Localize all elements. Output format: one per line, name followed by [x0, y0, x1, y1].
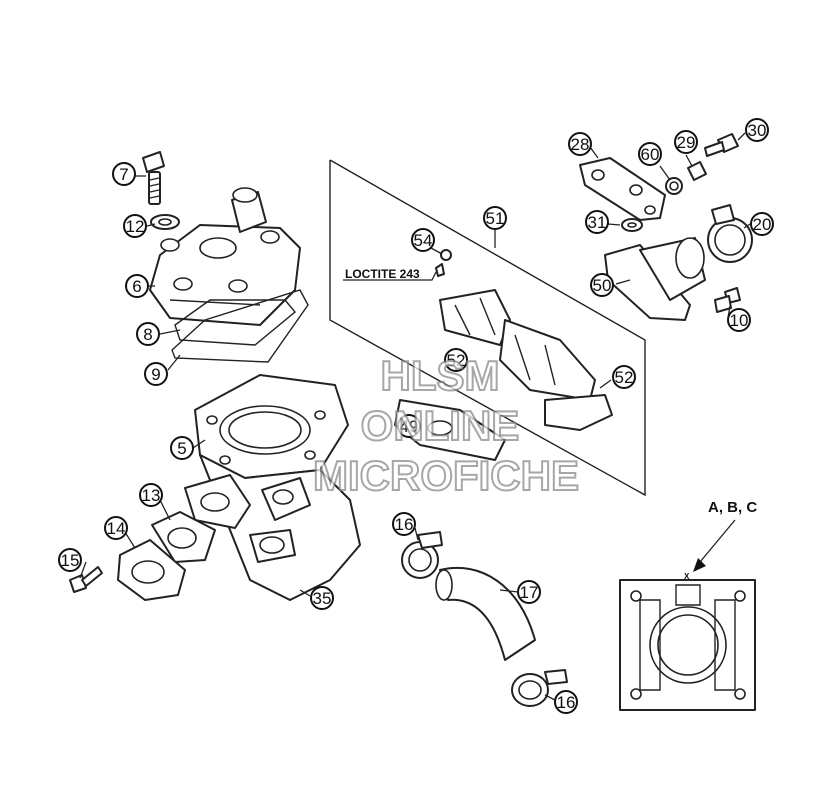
- reed-petal-upper-part: [439, 289, 511, 346]
- watermark-line-1: HLSM: [381, 352, 500, 399]
- svg-text:31: 31: [588, 213, 607, 232]
- abc-label: A, B, C: [708, 499, 757, 516]
- callout-10[interactable]: 10: [727, 308, 751, 332]
- svg-text:7: 7: [119, 165, 128, 184]
- callout-60[interactable]: 60: [638, 142, 662, 166]
- watermark: HLSM ONLINE MICROFICHE: [312, 351, 580, 500]
- washer-31-part: [621, 218, 643, 232]
- callout-52-right[interactable]: 52: [612, 365, 636, 389]
- leader-lines: [79, 132, 751, 701]
- cylinder-part: [184, 374, 361, 601]
- loctite-label: LOCTITE 243: [345, 267, 420, 281]
- callout-7[interactable]: 7: [112, 162, 136, 186]
- callout-35[interactable]: 35: [310, 586, 334, 610]
- reed-screw-part: [435, 249, 452, 277]
- intake-flange-part: [604, 237, 706, 321]
- svg-text:12: 12: [126, 217, 145, 236]
- callout-50[interactable]: 50: [590, 273, 614, 297]
- callout-8[interactable]: 8: [136, 322, 160, 346]
- svg-text:30: 30: [748, 121, 767, 140]
- callout-52-left[interactable]: 52: [444, 348, 468, 372]
- callout-51[interactable]: 51: [483, 206, 507, 230]
- svg-text:16: 16: [395, 515, 414, 534]
- callout-49[interactable]: 49: [397, 414, 421, 438]
- reed-block-part: [499, 319, 596, 401]
- svg-text:14: 14: [107, 519, 126, 538]
- callout-17[interactable]: 17: [517, 580, 541, 604]
- cylinder-head-part: [149, 187, 301, 326]
- watermark-line-2: ONLINE: [361, 402, 520, 449]
- washer-part: [150, 214, 180, 230]
- svg-text:50: 50: [593, 276, 612, 295]
- abc-arrow: [693, 519, 736, 572]
- callout-54[interactable]: 54: [411, 228, 435, 252]
- svg-text:16: 16: [557, 693, 576, 712]
- head-bolt-part: [142, 151, 165, 205]
- callout-14[interactable]: 14: [104, 516, 128, 540]
- callout-6[interactable]: 6: [125, 274, 149, 298]
- reed-petal-lower-part: [544, 394, 613, 431]
- svg-text:17: 17: [520, 583, 539, 602]
- svg-text:54: 54: [414, 231, 433, 250]
- svg-text:35: 35: [313, 589, 332, 608]
- coolant-hose-part: [435, 566, 536, 661]
- x-mark-label: X: [684, 572, 690, 581]
- svg-text:15: 15: [61, 551, 80, 570]
- callout-16-upper[interactable]: 16: [392, 512, 416, 536]
- callout-12[interactable]: 12: [123, 214, 147, 238]
- callout-9[interactable]: 9: [144, 362, 168, 386]
- svg-text:8: 8: [143, 325, 152, 344]
- svg-text:28: 28: [571, 135, 590, 154]
- svg-text:10: 10: [730, 311, 749, 330]
- svg-text:13: 13: [142, 486, 161, 505]
- hose-clamp-upper-part: [401, 531, 443, 579]
- flange-bolt-10-part: [714, 287, 741, 313]
- callout-13[interactable]: 13: [139, 483, 163, 507]
- svg-text:6: 6: [132, 277, 141, 296]
- intake-clamp-part: [707, 204, 753, 263]
- mount-bracket-part: [579, 157, 666, 221]
- callout-29[interactable]: 29: [674, 130, 698, 154]
- callout-16-lower[interactable]: 16: [554, 690, 578, 714]
- svg-text:29: 29: [677, 133, 696, 152]
- svg-text:60: 60: [641, 145, 660, 164]
- callout-30[interactable]: 30: [745, 118, 769, 142]
- callout-5[interactable]: 5: [170, 436, 194, 460]
- callout-28[interactable]: 28: [568, 132, 592, 156]
- svg-text:20: 20: [753, 215, 772, 234]
- svg-text:9: 9: [151, 365, 160, 384]
- head-gasket-part: [171, 289, 309, 363]
- callout-15[interactable]: 15: [58, 548, 82, 572]
- svg-text:49: 49: [400, 417, 419, 436]
- callout-31[interactable]: 31: [585, 210, 609, 234]
- exhaust-gasket-part: [151, 511, 216, 563]
- svg-text:52: 52: [447, 351, 466, 370]
- base-gasket-part: [619, 579, 756, 711]
- svg-text:51: 51: [486, 209, 505, 228]
- spacer-part: [665, 177, 683, 195]
- reed-valve-group-frame: [329, 159, 646, 497]
- svg-text:5: 5: [177, 439, 186, 458]
- hose-clamp-lower-part: [511, 669, 568, 707]
- bolt-30-part: [704, 133, 739, 157]
- flange-bolt-part: [69, 566, 103, 593]
- watermark-line-3: MICROFICHE: [313, 452, 579, 499]
- callout-20[interactable]: 20: [750, 212, 774, 236]
- nut-part: [687, 161, 707, 181]
- exhaust-flange-part: [117, 539, 186, 601]
- reed-gasket-part: [394, 399, 506, 461]
- svg-text:52: 52: [615, 368, 634, 387]
